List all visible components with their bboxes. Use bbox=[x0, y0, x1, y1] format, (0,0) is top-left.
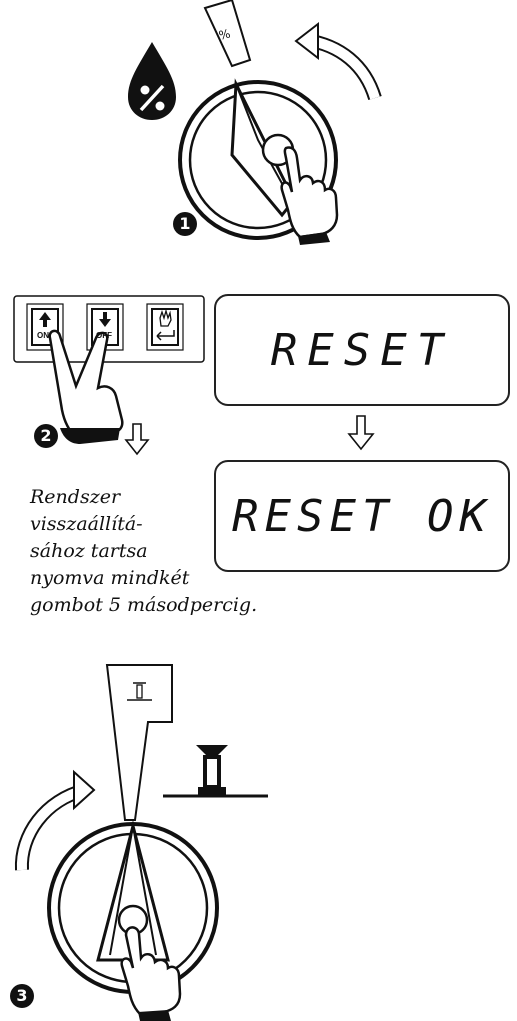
mode-dial-3 bbox=[47, 820, 219, 994]
arrow-up-icon bbox=[39, 312, 51, 327]
off-key-label: OFF bbox=[96, 331, 112, 340]
step-1-badge bbox=[173, 212, 197, 236]
caption-line: Rendszer bbox=[30, 486, 121, 508]
rotate-arrow-3-icon bbox=[14, 769, 96, 871]
reset-instruction-caption: Rendszer visszaállítá- sához tartsa nyom… bbox=[30, 484, 265, 619]
screen-transition-arrow-icon bbox=[347, 415, 375, 451]
keypad-panel bbox=[13, 295, 205, 363]
two-finger-hand-icon bbox=[48, 329, 124, 444]
step-3-number: 3 bbox=[16, 986, 28, 1005]
percent-drop-icon bbox=[128, 42, 176, 120]
pointing-hand-icon bbox=[280, 146, 339, 245]
caption-line: visszaállítá- bbox=[30, 513, 143, 535]
lcd-screen-reset: RESET bbox=[214, 294, 510, 406]
caption-line: sához tartsa bbox=[30, 540, 148, 562]
rotate-arrow-icon bbox=[294, 21, 382, 101]
press-down-arrow-icon bbox=[124, 423, 150, 456]
lcd-reset-ok-text: RESET OK bbox=[232, 490, 492, 542]
lcd-screen-reset-ok: RESET OK bbox=[214, 460, 510, 572]
svg-text:%: % bbox=[217, 26, 231, 42]
manual-hand-icon bbox=[156, 308, 175, 341]
sprinkler-head-large-icon bbox=[163, 745, 268, 798]
step-2-badge bbox=[34, 424, 58, 448]
arrow-down-icon bbox=[99, 312, 111, 327]
step-3-badge bbox=[10, 984, 34, 1008]
sprinkler-head-icon bbox=[127, 682, 152, 701]
caption-line: nyomva mindkét bbox=[30, 567, 190, 589]
step-1-number: 1 bbox=[179, 214, 191, 233]
caption-line: gombot 5 másodpercig. bbox=[30, 594, 258, 616]
step-2-number: 2 bbox=[40, 426, 52, 445]
dial-3-pointer-callout bbox=[105, 664, 173, 821]
lcd-reset-text: RESET bbox=[270, 324, 454, 376]
dial-1-pointer-tab: % bbox=[203, 0, 252, 68]
on-key-label: ON bbox=[37, 331, 49, 340]
pointing-hand-3-icon bbox=[120, 926, 182, 1021]
